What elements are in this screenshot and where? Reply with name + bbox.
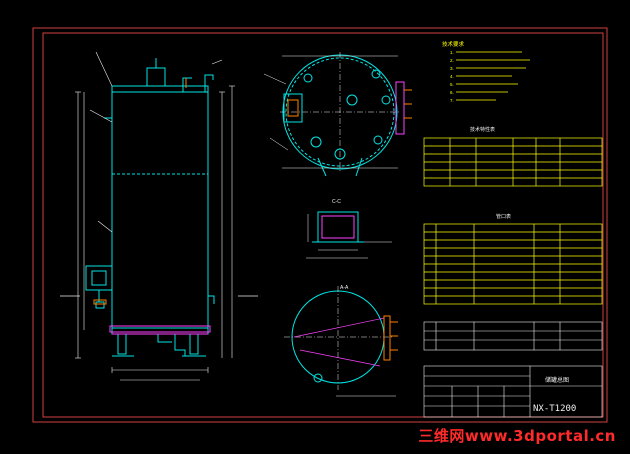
note-3: 3.	[450, 66, 454, 71]
note-7: 7.	[450, 98, 454, 103]
vessel-accents	[93, 78, 211, 335]
title-block-name: 储罐总图	[545, 376, 569, 384]
section-aa: A-A	[284, 285, 398, 397]
vessel-elevation	[85, 58, 215, 357]
note-4: 4.	[450, 74, 454, 79]
top-view	[263, 52, 412, 177]
aa-label: A-A	[340, 285, 349, 291]
cc-label: C-C	[332, 199, 341, 205]
elevation-tick-marks	[75, 85, 235, 373]
note-1: 1.	[450, 50, 454, 55]
drawing-number: NX-T1200	[533, 404, 576, 414]
watermark-brand: 三维网	[418, 427, 465, 445]
detail-cc: C-C	[306, 199, 392, 259]
note-6: 6.	[450, 90, 454, 95]
watermark-url: www.3dportal.cn	[464, 427, 616, 445]
parts-list	[423, 321, 603, 351]
note-2: 2.	[450, 58, 454, 63]
design-params-table: 技术特性表	[423, 126, 603, 187]
drawing-frame	[32, 27, 608, 423]
watermark: 三维网www.3dportal.cn	[418, 425, 616, 446]
technical-notes: 技术要求 1. 2. 3. 4. 5. 6. 7.	[442, 40, 530, 103]
notes-title: 技术要求	[442, 40, 465, 48]
nozzle-table-title: 管口表	[496, 213, 511, 220]
design-params-title: 技术特性表	[470, 126, 495, 133]
nozzle-table: 管口表	[423, 213, 603, 305]
title-block	[423, 365, 603, 418]
note-5: 5.	[450, 82, 454, 87]
elevation-dimensions	[77, 51, 233, 381]
